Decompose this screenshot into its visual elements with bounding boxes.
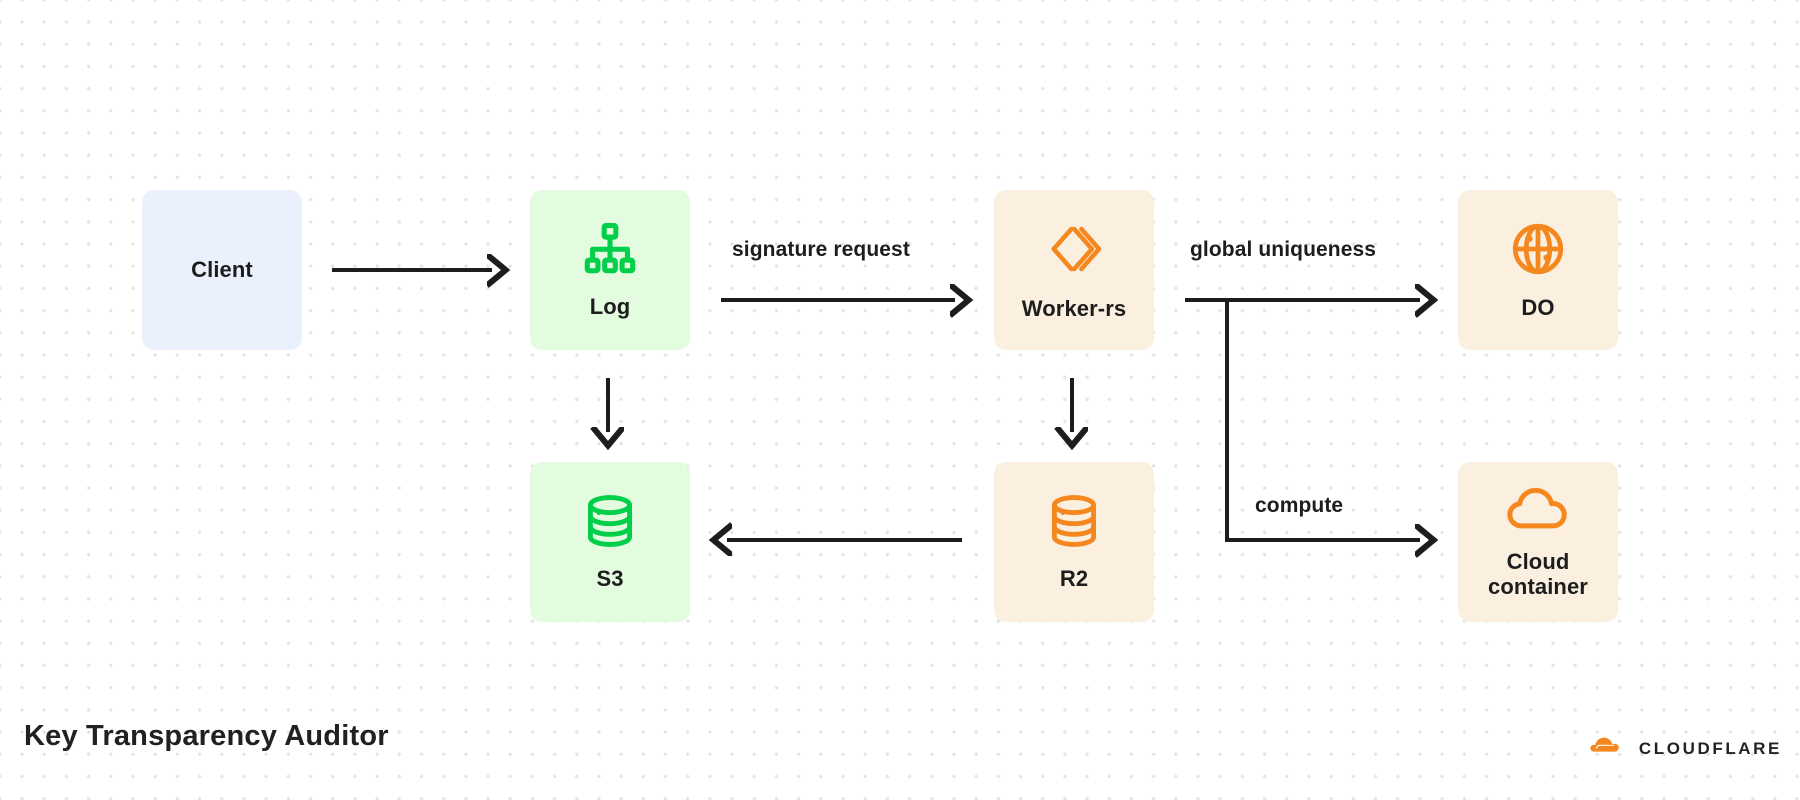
node-s3-label: S3 xyxy=(596,566,624,592)
node-r2[interactable]: R2 xyxy=(994,462,1154,622)
database-icon xyxy=(1045,492,1103,550)
sitemap-icon xyxy=(581,220,639,278)
cloudflare-cloud-icon xyxy=(1584,735,1632,763)
edge-label-compute: compute xyxy=(1255,494,1344,517)
globe-icon xyxy=(1508,219,1568,279)
node-s3[interactable]: S3 xyxy=(530,462,690,622)
node-worker-rs-label: Worker-rs xyxy=(1021,296,1127,322)
cloudflare-logo: CLOUDFLARE xyxy=(1584,735,1782,763)
node-client-label: Client xyxy=(191,257,253,283)
edge-label-global-uniqueness: global uniqueness xyxy=(1190,238,1377,261)
node-r2-label: R2 xyxy=(1059,566,1089,592)
diagram-title: Key Transparency Auditor xyxy=(24,720,389,752)
node-cloud-container[interactable]: Cloud container xyxy=(1458,462,1618,622)
cloud-icon xyxy=(1507,485,1569,533)
node-log[interactable]: Log xyxy=(530,190,690,350)
node-do-label: DO xyxy=(1521,295,1555,321)
node-do[interactable]: DO xyxy=(1458,190,1618,350)
edge-label-signature-request: signature request xyxy=(732,238,910,261)
node-cloud-container-label: Cloud container xyxy=(1488,549,1588,600)
node-log-label: Log xyxy=(589,294,631,320)
workers-icon xyxy=(1043,218,1105,280)
node-cloud-container-label-line2: container xyxy=(1488,574,1588,599)
cloudflare-wordmark: CLOUDFLARE xyxy=(1638,739,1782,758)
node-worker-rs[interactable]: Worker-rs xyxy=(994,190,1154,350)
node-client[interactable]: Client xyxy=(142,190,302,350)
node-cloud-container-label-line1: Cloud xyxy=(1506,548,1570,574)
database-icon xyxy=(581,492,639,550)
